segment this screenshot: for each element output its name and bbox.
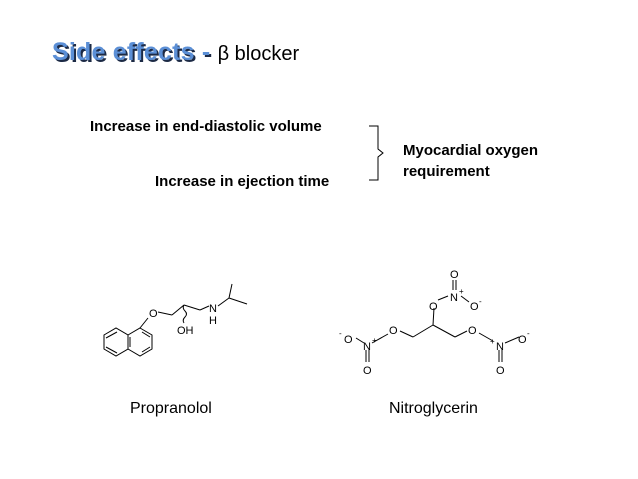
- nitro-right-minus: -: [527, 329, 530, 338]
- nitro-top-ester-oxygen: O: [429, 301, 438, 313]
- nitro-top-oxygen-double: O: [450, 269, 459, 281]
- title-rest-text: blocker: [229, 43, 300, 65]
- nitro-left-oxygen-anion: O: [344, 334, 353, 346]
- nitroglycerin-caption: Nitroglycerin: [389, 400, 478, 417]
- nitro-left-nitrogen: N: [363, 341, 371, 353]
- nitro-top-plus: +: [459, 287, 464, 296]
- propranolol-caption: Propranolol: [130, 400, 212, 417]
- nitro-left-minus: -: [339, 329, 342, 338]
- nitro-left-ester-oxygen: O: [389, 325, 398, 337]
- propranolol-hydroxyl-label: OH: [177, 325, 194, 337]
- beta-symbol: β: [217, 43, 230, 65]
- nitro-right-oxygen-double: O: [496, 365, 505, 377]
- nitro-left-oxygen-double: O: [363, 365, 372, 377]
- nitroglycerin-structure: [355, 280, 520, 362]
- result-line-1: Myocardial oxygen: [403, 142, 539, 159]
- nitro-left-plus: +: [372, 336, 377, 345]
- propranolol-structure: [103, 283, 248, 357]
- nitro-right-oxygen-anion: O: [518, 334, 527, 346]
- nitro-top-minus: -: [479, 297, 482, 306]
- bracket: [369, 125, 384, 181]
- propranolol-amine-hydrogen-label: H: [209, 315, 217, 327]
- nitro-top-oxygen-anion: O: [470, 301, 479, 313]
- result-line-2: requirement: [403, 163, 490, 180]
- slide-title: Side effects - β blocker: [52, 38, 299, 67]
- nitro-right-nitrogen: N: [496, 341, 504, 353]
- effect-end-diastolic-volume: Increase in end-diastolic volume: [90, 118, 322, 135]
- nitro-right-plus: +: [490, 337, 495, 346]
- title-main-text: Side effects -: [52, 38, 218, 66]
- nitro-right-ester-oxygen: O: [468, 325, 477, 337]
- nitro-top-nitrogen: N: [450, 292, 458, 304]
- propranolol-nitrogen-label: N: [209, 303, 217, 315]
- propranolol-oxygen-label: O: [149, 308, 158, 320]
- effect-ejection-time: Increase in ejection time: [155, 173, 330, 190]
- result-myocardial-oxygen: Myocardial oxygen requirement: [403, 140, 538, 182]
